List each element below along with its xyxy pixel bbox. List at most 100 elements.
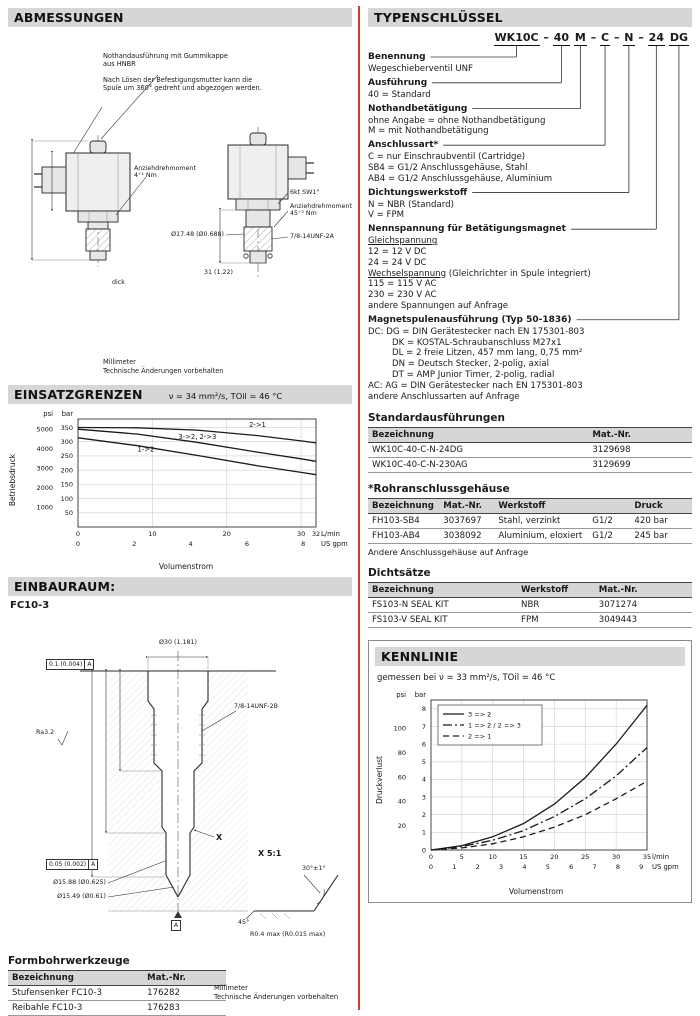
svg-text:50: 50 xyxy=(65,509,73,517)
cartridge-thread-label: 7/8-14UNF-2A xyxy=(290,233,334,240)
type-key-line: DL = 2 freie Litzen, 457 mm lang, 0,75 m… xyxy=(392,348,583,359)
einsatzgrenzen-chart: 5010015020025030035010002000300040005000… xyxy=(36,410,348,548)
type-code-segment: N xyxy=(623,31,635,46)
svg-text:5: 5 xyxy=(460,853,464,861)
svg-text:9: 9 xyxy=(639,863,643,871)
type-key-line: AB4 = G1/2 Anschlussgehäuse, Aluminium xyxy=(368,173,553,184)
svg-text:35: 35 xyxy=(643,853,651,861)
cavity-section-svg xyxy=(57,651,339,920)
svg-text:3: 3 xyxy=(499,863,503,871)
svg-text:32: 32 xyxy=(312,530,320,538)
svg-text:150: 150 xyxy=(61,481,73,489)
cavity-dimension-lines xyxy=(57,655,237,898)
type-key-line: V = FPM xyxy=(368,210,405,221)
bore-diameter-label-1: Ø15.88 (Ø0.625) xyxy=(53,879,106,886)
svg-text:10: 10 xyxy=(148,530,156,538)
section-view-dimension-lines xyxy=(218,192,289,264)
table-cell: FS103-V SEAL KIT xyxy=(368,612,518,629)
svg-text:3 => 2: 3 => 2 xyxy=(468,711,491,719)
detail-x-view xyxy=(245,874,339,920)
svg-text:4: 4 xyxy=(422,776,426,784)
svg-text:40: 40 xyxy=(398,798,406,806)
svg-text:25: 25 xyxy=(581,853,589,861)
page-footer-note: Millimeter Technische Änderungen vorbeha… xyxy=(214,984,338,1002)
svg-text:80: 80 xyxy=(398,749,406,757)
torque-coil-label: Anziehdrehmoment xyxy=(134,165,196,172)
dick-label: dick xyxy=(112,279,125,286)
valve-front-view xyxy=(34,135,131,267)
type-key-line: DK = KOSTAL-Schraubanschluss M27x1 xyxy=(392,337,562,348)
tolerance-value: 0.05 (0.002) xyxy=(49,861,87,868)
type-code-segment: C xyxy=(600,31,611,46)
cavity-thread-label: 7/8-14UNF-2B xyxy=(234,703,278,710)
chart-series xyxy=(77,428,317,462)
cavity-top-diameter-label: Ø30 (1.181) xyxy=(159,639,197,646)
drawing-footer-note: Millimeter Technische Änderungen vorbeha… xyxy=(103,358,223,375)
detail-angle-label-1: 30°±1° xyxy=(302,865,326,872)
kennlinie-x-axis-label: Volumenstrom xyxy=(508,887,564,897)
svg-text:1: 1 xyxy=(452,863,456,871)
chart-series xyxy=(430,780,648,851)
svg-text:1 => 2 / 2 => 3: 1 => 2 / 2 => 3 xyxy=(468,722,521,730)
column-header: Mat.-Nr. xyxy=(439,498,495,515)
svg-text:7: 7 xyxy=(422,723,426,731)
detail-scale-label: X 5:1 xyxy=(258,849,282,858)
changes-note: Technische Änderungen vorbehalten xyxy=(214,993,339,1002)
svg-text:350: 350 xyxy=(61,424,73,432)
table-cell: 3129698 xyxy=(588,442,692,459)
detail-reference-label: X xyxy=(216,833,223,842)
table-cell: 420 bar xyxy=(630,513,692,530)
svg-text:0: 0 xyxy=(422,847,426,855)
svg-text:100: 100 xyxy=(394,725,406,733)
type-code-segment: M xyxy=(573,31,587,46)
table-cell: FH103-SB4 xyxy=(368,513,440,530)
table-cell: Reibahle FC10-3 xyxy=(8,1000,144,1016)
column-header xyxy=(588,498,631,515)
type-key-block: Magnetspulenausführung (Typ 50-1836)DC: … xyxy=(368,314,692,403)
torque-note-coil: Anziehdrehmoment 4⁺¹ Nm xyxy=(134,165,214,180)
type-key-line: 230 = 230 V AC xyxy=(368,290,437,301)
kennlinie-panel: KENNLINIE gemessen bei ν = 33 mm²/s, TOi… xyxy=(368,640,692,904)
svg-text:30: 30 xyxy=(297,530,305,538)
table-cell: WK10C-40-C-N-230AG xyxy=(368,457,589,474)
valve-section-view xyxy=(227,127,314,279)
type-key-heading: Nennspannung für Betätigungsmagnet xyxy=(368,224,566,235)
column-divider-line xyxy=(358,6,360,1010)
svg-text:20: 20 xyxy=(223,530,231,538)
svg-text:US gpm: US gpm xyxy=(652,863,679,871)
svg-text:2000: 2000 xyxy=(36,484,53,492)
surface-roughness-label: Ra3.2 xyxy=(36,729,55,736)
svg-text:6: 6 xyxy=(422,741,426,749)
svg-text:2 => 1: 2 => 1 xyxy=(468,733,491,741)
type-key-line: N = NBR (Standard) xyxy=(368,199,454,210)
svg-text:1: 1 xyxy=(422,829,426,837)
table-cell: 3129699 xyxy=(588,457,692,474)
cartridge-diameter-label: Ø17.48 (Ø0.688) xyxy=(171,231,224,238)
section-header-typenschluessel: TYPENSCHLÜSSEL xyxy=(368,8,692,27)
svg-text:8: 8 xyxy=(301,540,305,548)
type-key-line: andere Spannungen auf Anfrage xyxy=(368,300,509,311)
table-cell: FS103-N SEAL KIT xyxy=(368,597,518,614)
type-key-line: ohne Angabe = ohne Nothandbetätigung xyxy=(368,115,546,126)
torque-cartridge-label: Anziehdrehmoment xyxy=(290,203,352,210)
svg-text:2->1: 2->1 xyxy=(249,421,266,429)
table-cell: 3037697 xyxy=(439,513,495,530)
svg-text:20: 20 xyxy=(398,822,406,830)
datum-flag: A xyxy=(171,920,182,931)
column-header: Bezeichnung xyxy=(368,427,589,444)
einbauraum-drawing: Ø30 (1.181) 7/8-14UNF-2B 0.1 (0.004)A 0.… xyxy=(8,613,352,949)
einsatzgrenzen-condition: ν = 34 mm²/s, TOil = 46 °C xyxy=(168,391,283,401)
cartridge-height-label: 31 (1.22) xyxy=(204,269,233,276)
type-key-line: Gleichspannung xyxy=(368,236,438,247)
detail-radius-label: R0.4 max (R0.015 max) xyxy=(250,931,326,938)
datum-letter: A xyxy=(174,922,179,929)
